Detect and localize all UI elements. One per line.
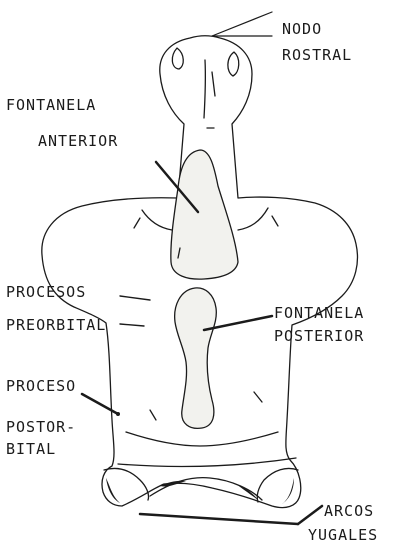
label-procesos: PROCESOS (6, 285, 86, 300)
mid-tick-2 (150, 410, 156, 420)
posterior-ridge (126, 432, 278, 446)
mid-tick-3 (254, 392, 262, 402)
right-zygomatic-arch (257, 468, 298, 502)
leader-procesos-preorbital (120, 296, 150, 300)
label-preorbital: PREORBITAL (6, 318, 106, 333)
right-arch-shading (282, 478, 294, 504)
label-arcos: ARCOS (324, 504, 374, 519)
label-rostral: ROSTRAL (282, 48, 352, 63)
label-nodo: NODO (282, 22, 322, 37)
label-posterior: POSTERIOR (274, 329, 364, 344)
leader-proceso-postorbital (82, 394, 118, 414)
right-nostril (228, 52, 239, 76)
snout-side-line (212, 72, 215, 96)
label-anterior: ANTERIOR (38, 134, 118, 149)
arch-guide-line (118, 458, 296, 466)
snout-midline (204, 60, 205, 118)
label-proceso: PROCESO (6, 379, 76, 394)
label-postor: POSTOR- (6, 420, 76, 435)
right-orbit-spike (272, 216, 278, 226)
leader-arcos-yugales-left (140, 514, 298, 524)
label-fontanela-posterior-1: FONTANELA (274, 306, 364, 321)
right-orbit-rim (238, 208, 268, 230)
label-yugales: YUGALES (308, 528, 378, 543)
label-fontanela-anterior-1: FONTANELA (6, 98, 96, 113)
anterior-fontanelle (171, 150, 238, 279)
leader-nodo-rostral (212, 12, 272, 36)
posterior-fontanelle (175, 288, 217, 428)
label-bital: BITAL (6, 442, 56, 457)
left-arch-shading (106, 478, 120, 503)
left-orbit-rim (142, 210, 172, 230)
left-nostril (172, 48, 183, 69)
leader-arcos-yugales-right (298, 506, 322, 524)
left-orbit-spike (134, 218, 140, 228)
leader-procesos-preorbital-b (120, 324, 144, 326)
